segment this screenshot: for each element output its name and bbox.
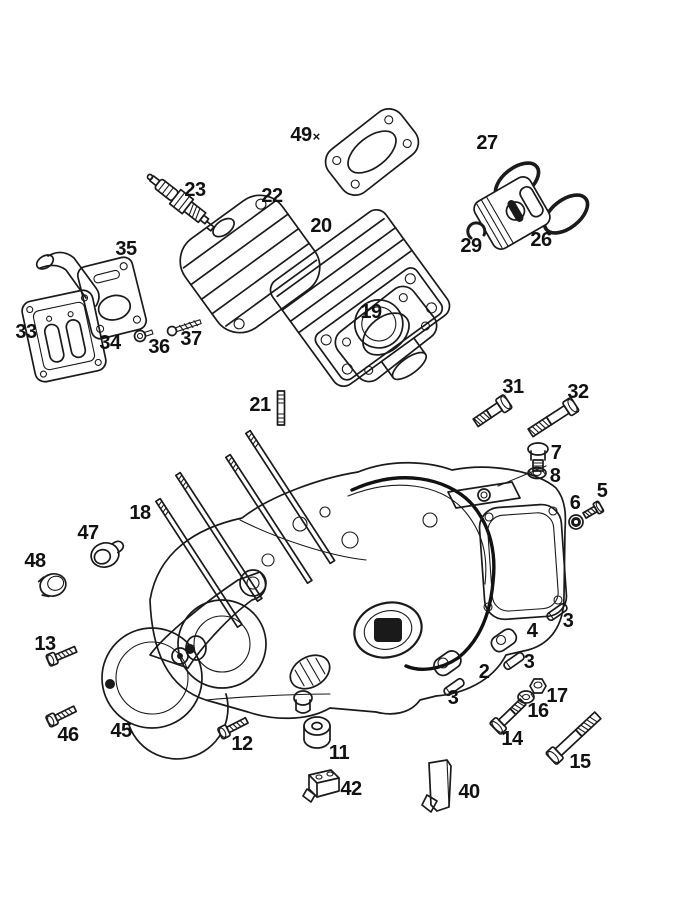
part-crankcase bbox=[149, 461, 568, 720]
part-studs-18 bbox=[154, 429, 336, 629]
part-dowel-pin-a bbox=[546, 602, 568, 622]
part-bolt-32 bbox=[527, 397, 580, 438]
part-plug-47 bbox=[90, 540, 125, 568]
part-bolt-31 bbox=[472, 394, 513, 428]
part-manifold-gasket bbox=[76, 256, 148, 340]
part-screw-36 bbox=[133, 329, 154, 343]
part-washer-16 bbox=[517, 690, 535, 704]
part-screw-12 bbox=[217, 716, 249, 740]
leader-line-7-8 bbox=[497, 465, 547, 487]
part-intake-manifold bbox=[35, 251, 100, 307]
part-bolt-15 bbox=[545, 711, 602, 765]
part-piston bbox=[473, 176, 551, 250]
part-washer-6 bbox=[568, 514, 584, 530]
part-spark-plug bbox=[146, 173, 215, 232]
part-crankshaft bbox=[101, 569, 267, 760]
part-dowel-pin-c bbox=[443, 677, 465, 697]
part-dowel-pin-b bbox=[503, 651, 525, 671]
part-gasket-top bbox=[324, 108, 420, 196]
part-stud-21 bbox=[276, 390, 286, 426]
part-screw-13 bbox=[45, 645, 78, 667]
part-circlip bbox=[466, 221, 487, 240]
part-bushing-48 bbox=[37, 573, 67, 598]
part-reed-valve bbox=[21, 289, 107, 383]
part-bolt-14 bbox=[489, 698, 527, 735]
part-spacer-11 bbox=[303, 716, 331, 749]
part-cylinder bbox=[269, 208, 451, 388]
part-screw-46 bbox=[45, 705, 78, 728]
part-base-gasket bbox=[334, 285, 438, 383]
part-bracket-40 bbox=[421, 759, 452, 813]
part-damper-42 bbox=[302, 769, 340, 803]
part-nut-17 bbox=[529, 678, 547, 694]
part-screw-5 bbox=[582, 500, 605, 519]
part-screw-37 bbox=[166, 319, 202, 337]
